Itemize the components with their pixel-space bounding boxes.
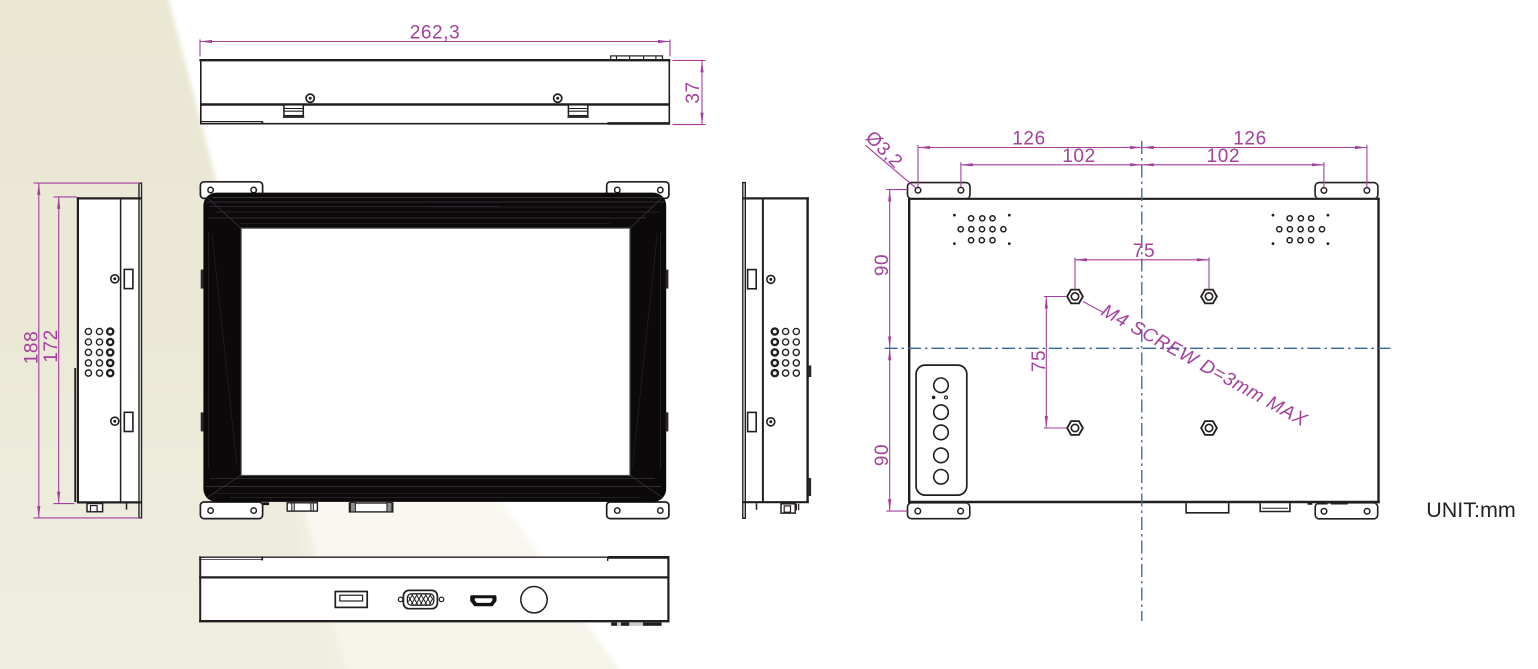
rear-vent-right [1271, 213, 1330, 246]
front-bottom-clips [262, 501, 394, 513]
bottom-view [199, 556, 670, 626]
dimension-mount-span: 126 126 102 102 [917, 129, 1368, 188]
dimension-half-heights: 90 90 [872, 189, 908, 512]
dimension-panel-height-172: 172 [41, 196, 77, 505]
dimension-188-label: 188 [22, 331, 43, 365]
dimension-height-37: 37 [672, 59, 706, 126]
dimension-90-top-label: 90 [872, 254, 893, 276]
vesa-nut-bottom-left [1066, 420, 1084, 436]
front-screen [240, 227, 631, 477]
right-side-clip-upper [746, 268, 757, 290]
dimension-90-bottom-label: 90 [872, 444, 893, 466]
dimension-width-262-3: 262,3 [199, 23, 671, 57]
osd-button-3 [932, 424, 950, 441]
front-ear-bottom-left [199, 501, 264, 520]
dimension-height-label: 37 [683, 81, 704, 103]
bottom-connector-strip [611, 622, 662, 626]
osd-button-4 [932, 447, 950, 464]
left-side-vent-holes [84, 327, 115, 378]
osd-button-5 [932, 468, 950, 485]
osd-button-2 [932, 404, 950, 421]
dimension-vesa: 75 75 [1029, 241, 1210, 429]
rear-body [908, 197, 1380, 504]
left-side-bezel-strip [138, 182, 143, 519]
vesa-nut-top-left [1066, 288, 1084, 305]
vesa-nut-top-right [1200, 288, 1218, 305]
front-edge-bumps [200, 269, 669, 432]
left-side-view: 188 172 [22, 182, 143, 519]
vga-port [397, 589, 445, 610]
osd-sensor-dot [943, 395, 949, 400]
dimension-126-right-label: 126 [1233, 129, 1267, 150]
top-view: 262,3 37 [199, 23, 706, 126]
unit-label: UNIT:mm [1426, 498, 1516, 522]
left-side-clip-lower [123, 411, 134, 433]
top-clip-left [282, 104, 305, 118]
dimension-102-left-label: 102 [1062, 146, 1096, 167]
dimension-126-left-label: 126 [1012, 129, 1046, 150]
top-screw-right [552, 93, 563, 104]
left-side-clip-upper [123, 268, 134, 290]
osd-led-dot [931, 395, 936, 400]
usb-port [334, 590, 369, 609]
bottom-view-body [199, 556, 670, 623]
right-side-bottom-connector [755, 503, 800, 514]
hdmi-port [470, 595, 497, 607]
dimension-width-label: 262,3 [410, 23, 461, 44]
front-bezel-gloss [206, 196, 664, 499]
front-view [199, 180, 670, 520]
top-clip-right [567, 104, 589, 118]
rear-vent-left [953, 213, 1011, 246]
right-side-clip-lower [746, 411, 757, 433]
rear-bottom-tabs [1185, 501, 1348, 514]
right-side-screw-upper [765, 274, 776, 285]
dimension-75-horizontal-label: 75 [1133, 241, 1155, 262]
right-side-view [742, 181, 812, 520]
dimension-overall-height-188: 188 [22, 182, 141, 519]
osd-button-panel [915, 364, 968, 496]
rear-centerlines [884, 141, 1391, 621]
left-side-bottom-connector [86, 502, 128, 513]
rear-view: 126 126 102 102 Ø3,2 90 90 75 75 M4 SCRE… [861, 127, 1391, 621]
top-screw-left [305, 93, 316, 104]
dimension-172-label: 172 [41, 329, 62, 363]
dimension-75-vertical-label: 75 [1029, 350, 1050, 372]
top-view-body [200, 59, 670, 125]
dimension-102-right-label: 102 [1207, 146, 1241, 167]
osd-button-1 [932, 377, 950, 394]
front-ear-bottom-right [605, 501, 670, 520]
left-side-screw-upper [110, 273, 120, 284]
vesa-mount-nuts [1066, 288, 1218, 436]
right-side-screw-lower [765, 416, 776, 427]
power-jack [520, 585, 548, 614]
left-side-screw-lower [110, 416, 120, 427]
right-side-bezel-strip [742, 181, 746, 520]
right-side-vent-holes [770, 327, 801, 378]
vesa-nut-bottom-right [1200, 420, 1218, 436]
